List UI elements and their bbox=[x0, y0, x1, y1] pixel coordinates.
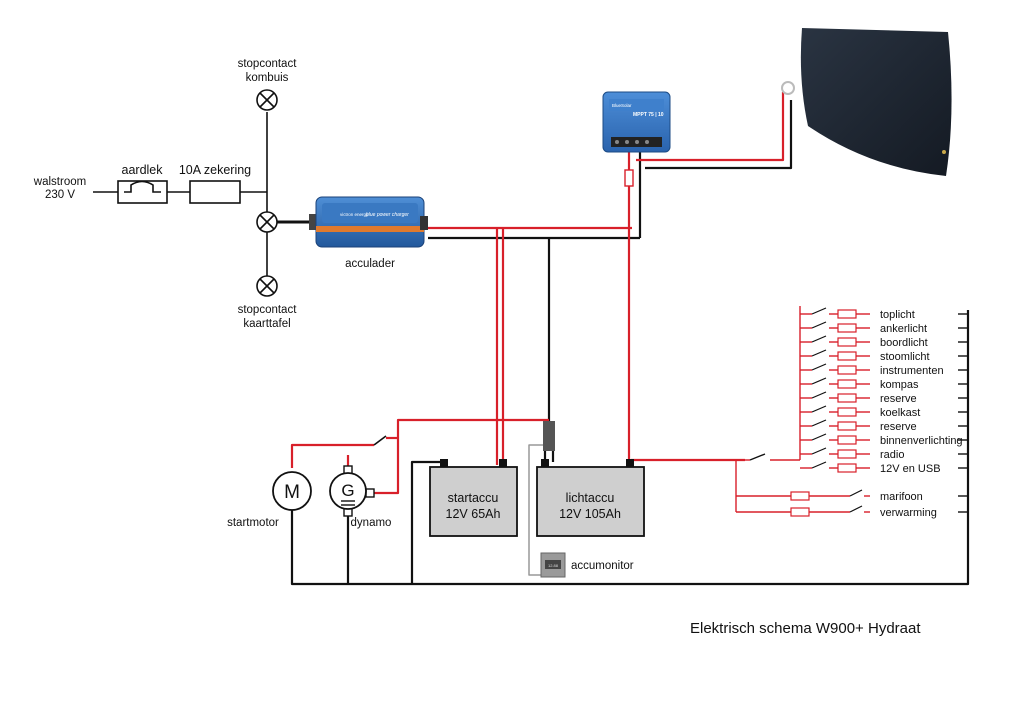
circuit-fuse bbox=[837, 309, 857, 319]
outlet-galley-label-2: kombuis bbox=[246, 72, 289, 84]
ac-section bbox=[93, 112, 268, 276]
solar-fuse bbox=[624, 169, 634, 187]
load-label: stoomlicht bbox=[880, 351, 930, 363]
start-battery-name: startaccu bbox=[448, 491, 499, 505]
main-fuse bbox=[189, 180, 241, 204]
circuit-fuse bbox=[837, 421, 857, 431]
start-battery-spec: 12V 65Ah bbox=[446, 507, 501, 521]
outlet-galley-label-1: stopcontact bbox=[238, 58, 298, 70]
shore-power-label: walstroom bbox=[33, 176, 86, 188]
load-circuit: radio bbox=[800, 447, 968, 461]
direct-load-label: marifoon bbox=[880, 491, 923, 503]
mppt-brand-text: BlueSolar bbox=[612, 103, 632, 108]
load-label: binnenverlichting bbox=[880, 435, 963, 447]
circuit-fuse bbox=[837, 463, 857, 473]
earth-leakage-label: aardlek bbox=[122, 163, 164, 177]
load-circuit: stoomlicht bbox=[800, 349, 968, 363]
load-label: koelkast bbox=[880, 407, 920, 419]
earth-leakage-breaker bbox=[117, 180, 168, 204]
load-label: kompas bbox=[880, 379, 919, 391]
house-battery-spec: 12V 105Ah bbox=[559, 507, 621, 521]
ac-junction-symbol bbox=[256, 211, 278, 233]
alternator: G bbox=[329, 465, 375, 517]
direct-load-label: verwarming bbox=[880, 507, 937, 519]
circuit-fuse bbox=[837, 407, 857, 417]
solar-panel bbox=[781, 28, 952, 176]
mppt-model-text: MPPT 75 | 10 bbox=[633, 112, 664, 118]
diagram-title: Elektrisch schema W900+ Hydraat bbox=[690, 620, 921, 637]
load-circuit: binnenverlichting bbox=[800, 433, 968, 447]
house-battery: lichtaccu 12V 105Ah bbox=[536, 459, 645, 537]
circuit-fuse bbox=[837, 379, 857, 389]
load-label: radio bbox=[880, 449, 904, 461]
charger-caption: acculader bbox=[345, 258, 395, 270]
circuit-fuse bbox=[837, 351, 857, 361]
load-circuit: reserve bbox=[800, 391, 968, 405]
load-label: reserve bbox=[880, 421, 917, 433]
load-circuit: kompas bbox=[800, 377, 968, 391]
load-circuit: toplicht bbox=[800, 307, 968, 321]
shore-voltage-label: 230 V bbox=[45, 189, 75, 201]
mppt-controller: BlueSolar MPPT 75 | 10 bbox=[602, 91, 671, 153]
outlet-chart-symbol bbox=[256, 275, 278, 297]
load-label: instrumenten bbox=[880, 365, 944, 377]
house-battery-name: lichtaccu bbox=[566, 491, 615, 505]
load-circuit: instrumenten bbox=[800, 363, 968, 377]
battery-monitor: 12.88 bbox=[540, 552, 566, 578]
starter-symbol: M bbox=[284, 482, 300, 503]
circuit-fuse bbox=[837, 449, 857, 459]
load-label: ankerlicht bbox=[880, 323, 927, 335]
circuit-fuse bbox=[790, 491, 810, 501]
monitor-screen-text: 12.88 bbox=[548, 563, 559, 568]
load-label: toplicht bbox=[880, 309, 915, 321]
starter-caption: startmotor bbox=[227, 517, 279, 529]
circuit-fuse bbox=[837, 435, 857, 445]
direct-load-circuit: verwarming bbox=[790, 505, 968, 519]
charger-brand-text: victron energy bbox=[340, 212, 369, 217]
distribution-panel bbox=[735, 306, 801, 513]
monitor-caption: accumonitor bbox=[571, 560, 634, 572]
load-circuit: 12V en USB bbox=[800, 461, 968, 475]
circuit-fuse bbox=[837, 393, 857, 403]
start-battery: startaccu 12V 65Ah bbox=[429, 459, 518, 537]
alternator-symbol: G bbox=[341, 481, 354, 500]
charger-model-text: blue power charger bbox=[366, 212, 409, 218]
circuit-fuse bbox=[790, 507, 810, 517]
load-label: reserve bbox=[880, 393, 917, 405]
load-circuit: ankerlicht bbox=[800, 321, 968, 335]
alternator-caption: dynamo bbox=[351, 517, 392, 529]
outlet-chart-label-1: stopcontact bbox=[238, 304, 298, 316]
shunt-block bbox=[543, 421, 555, 451]
load-rows: toplicht ankerlicht boordlicht stoomlicht in… bbox=[790, 307, 968, 519]
load-label: boordlicht bbox=[880, 337, 928, 349]
direct-load-circuit: marifoon bbox=[790, 489, 968, 503]
starter-motor: M bbox=[272, 471, 312, 511]
load-circuit: boordlicht bbox=[800, 335, 968, 349]
load-label: 12V en USB bbox=[880, 463, 941, 475]
circuit-fuse bbox=[837, 323, 857, 333]
circuit-fuse bbox=[837, 337, 857, 347]
battery-charger: victron energy blue power charger bbox=[309, 196, 428, 248]
load-circuit: reserve bbox=[800, 419, 968, 433]
outlet-chart-label-2: kaarttafel bbox=[243, 318, 290, 330]
outlet-galley-symbol bbox=[256, 89, 278, 111]
load-circuit: koelkast bbox=[800, 405, 968, 419]
circuit-fuse bbox=[837, 365, 857, 375]
main-fuse-label: 10A zekering bbox=[179, 163, 251, 177]
